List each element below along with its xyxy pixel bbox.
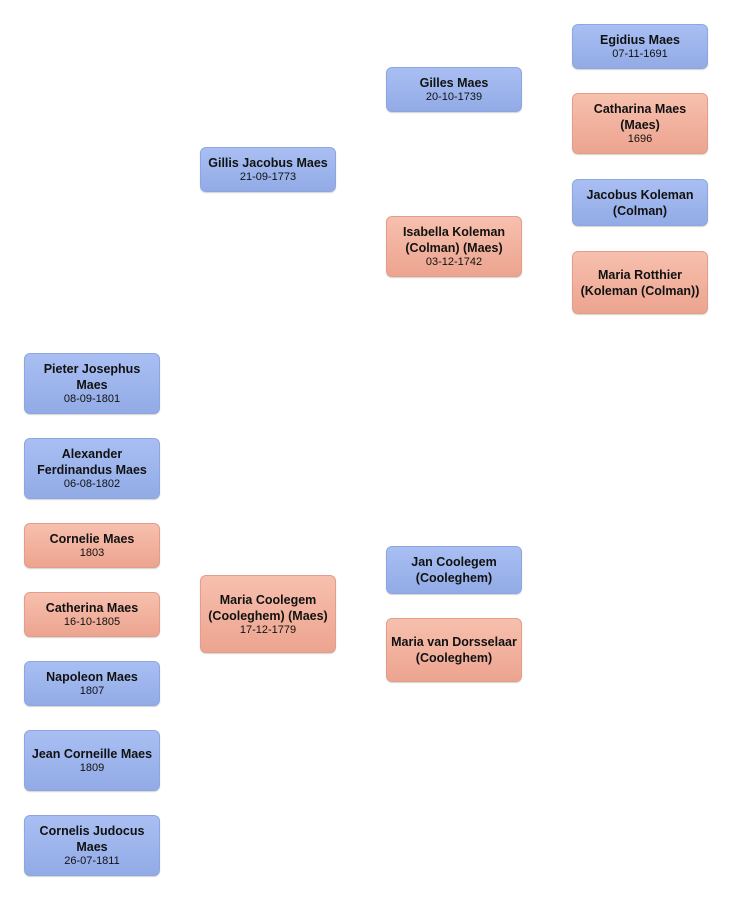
person-name: Maria van Dorsselaar (Cooleghem) [391, 635, 517, 665]
person-card-maria-rotthier[interactable]: Maria Rotthier (Koleman (Colman)) [572, 251, 708, 314]
person-date: 21-09-1773 [239, 171, 297, 183]
person-card-jean-corneille-maes[interactable]: Jean Corneille Maes 1809 [24, 730, 160, 791]
person-name: Jacobus Koleman (Colman) [586, 187, 694, 218]
person-card-napoleon-maes[interactable]: Napoleon Maes 1807 [24, 661, 160, 706]
person-card-maria-van-dorsselaar[interactable]: Maria van Dorsselaar (Cooleghem) [386, 618, 522, 682]
person-date: 1803 [79, 547, 105, 559]
person-card-gillis-jacobus-maes[interactable]: Gillis Jacobus Maes 21-09-1773 [200, 147, 336, 192]
person-card-isabella-koleman[interactable]: Isabella Koleman (Colman) (Maes) 03-12-1… [386, 216, 522, 277]
person-name: Jan Coolegem (Cooleghem) [411, 555, 497, 585]
person-card-maria-coolegem[interactable]: Maria Coolegem (Cooleghem) (Maes) 17-12-… [200, 575, 336, 653]
person-name: Catherina Maes [45, 601, 139, 615]
person-card-pieter-josephus-maes[interactable]: Pieter Josephus Maes 08-09-1801 [24, 353, 160, 414]
person-card-cornelie-maes[interactable]: Cornelie Maes 1803 [24, 523, 160, 568]
person-date: 1696 [627, 133, 653, 145]
person-date: 08-09-1801 [63, 393, 121, 405]
person-name: Napoleon Maes [46, 670, 138, 684]
person-date: 17-12-1779 [239, 623, 297, 636]
person-name: Isabella Koleman (Colman) (Maes) [402, 225, 506, 255]
person-name: Maria Coolegem (Cooleghem) (Maes) [208, 592, 328, 623]
person-name: Maria Rotthier (Koleman (Colman)) [580, 267, 700, 298]
person-name: Pieter Josephus Maes [43, 362, 141, 392]
person-card-cornelis-judocus-maes[interactable]: Cornelis Judocus Maes 26-07-1811 [24, 815, 160, 876]
person-card-egidius-maes[interactable]: Egidius Maes 07-11-1691 [572, 24, 708, 69]
person-date: 07-11-1691 [612, 48, 668, 60]
person-name: Jean Corneille Maes [31, 747, 153, 761]
person-name: Cornelis Judocus Maes [39, 824, 145, 854]
person-card-alexander-ferdinandus-maes[interactable]: Alexander Ferdinandus Maes 06-08-1802 [24, 438, 160, 499]
person-name: Egidius Maes [600, 33, 680, 47]
person-date: 20-10-1739 [425, 91, 483, 103]
person-name: Cornelie Maes [49, 532, 135, 546]
person-name: Catharina Maes (Maes) [593, 102, 687, 132]
person-name: Alexander Ferdinandus Maes [37, 447, 147, 477]
person-date: 26-07-1811 [64, 855, 120, 867]
person-date: 1807 [79, 685, 105, 697]
person-name: Gilles Maes [419, 76, 489, 90]
person-name: Gillis Jacobus Maes [208, 156, 328, 170]
person-card-catharina-maes[interactable]: Catharina Maes (Maes) 1696 [572, 93, 708, 154]
person-date: 1809 [79, 762, 105, 774]
person-card-jan-coolegem[interactable]: Jan Coolegem (Cooleghem) [386, 546, 522, 594]
person-date: 16-10-1805 [63, 616, 121, 628]
person-card-catherina-maes[interactable]: Catherina Maes 16-10-1805 [24, 592, 160, 637]
person-card-jacobus-koleman[interactable]: Jacobus Koleman (Colman) [572, 179, 708, 226]
person-date: 06-08-1802 [63, 478, 121, 490]
person-card-gilles-maes[interactable]: Gilles Maes 20-10-1739 [386, 67, 522, 112]
person-date: 03-12-1742 [425, 256, 483, 268]
